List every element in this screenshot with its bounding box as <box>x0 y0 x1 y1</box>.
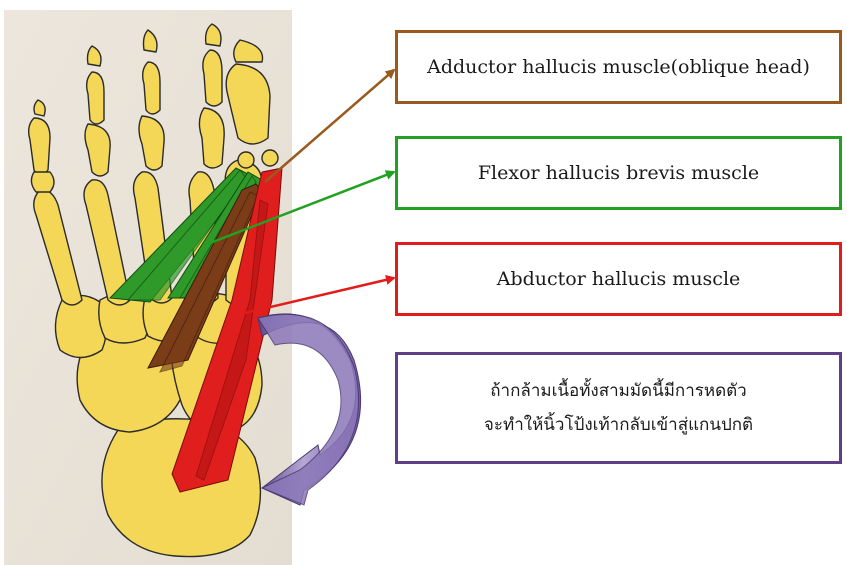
flexor-label-box: Flexor hallucis brevis muscle <box>395 136 842 210</box>
note-box: ถ้ากล้ามเนื้อทั้งสามมัดนี้มีการหดตัว จะท… <box>395 352 842 464</box>
flexor-label: Flexor hallucis brevis muscle <box>478 162 759 184</box>
note-line-1: ถ้ากล้ามเนื้อทั้งสามมัดนี้มีการหดตัว <box>490 374 746 408</box>
abductor-label: Abductor hallucis muscle <box>497 268 741 290</box>
adductor-label-box: Adductor hallucis muscle(oblique head) <box>395 30 842 104</box>
note-line-2: จะทำให้นิ้วโป้งเท้ากลับเข้าสู่แกนปกติ <box>484 408 753 442</box>
abductor-label-box: Abductor hallucis muscle <box>395 242 842 316</box>
adductor-label: Adductor hallucis muscle(oblique head) <box>427 56 810 78</box>
